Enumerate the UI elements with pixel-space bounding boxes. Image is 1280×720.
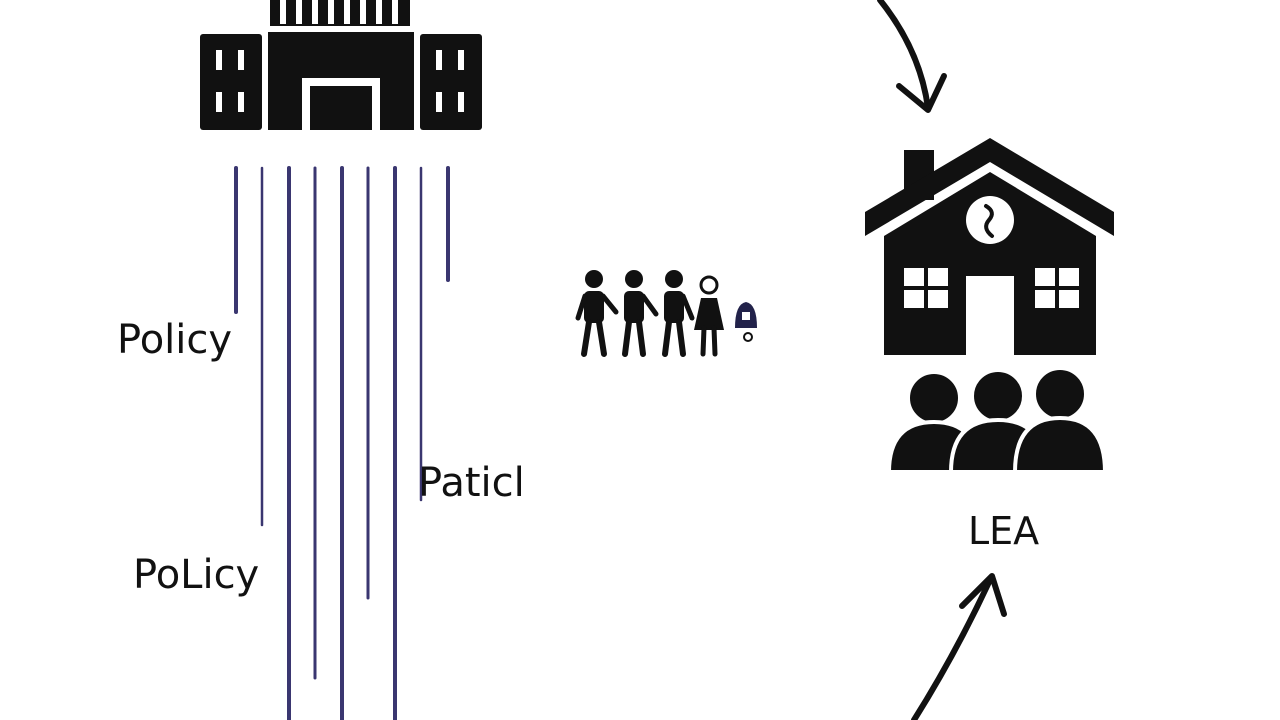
school-house-icon [865,138,1114,356]
people-group-icon [575,270,757,357]
curved-arrow-down-icon [877,0,947,113]
policy-label: Policy [117,317,233,363]
policy-lines [234,166,450,720]
lea-label: LEA [968,509,1040,553]
government-building-icon [200,0,482,130]
policy-label: Paticl [418,460,525,506]
curved-arrow-up-icon [911,573,1007,720]
policy-label: PoLicy [133,552,260,598]
community-group-icon [886,366,1108,474]
